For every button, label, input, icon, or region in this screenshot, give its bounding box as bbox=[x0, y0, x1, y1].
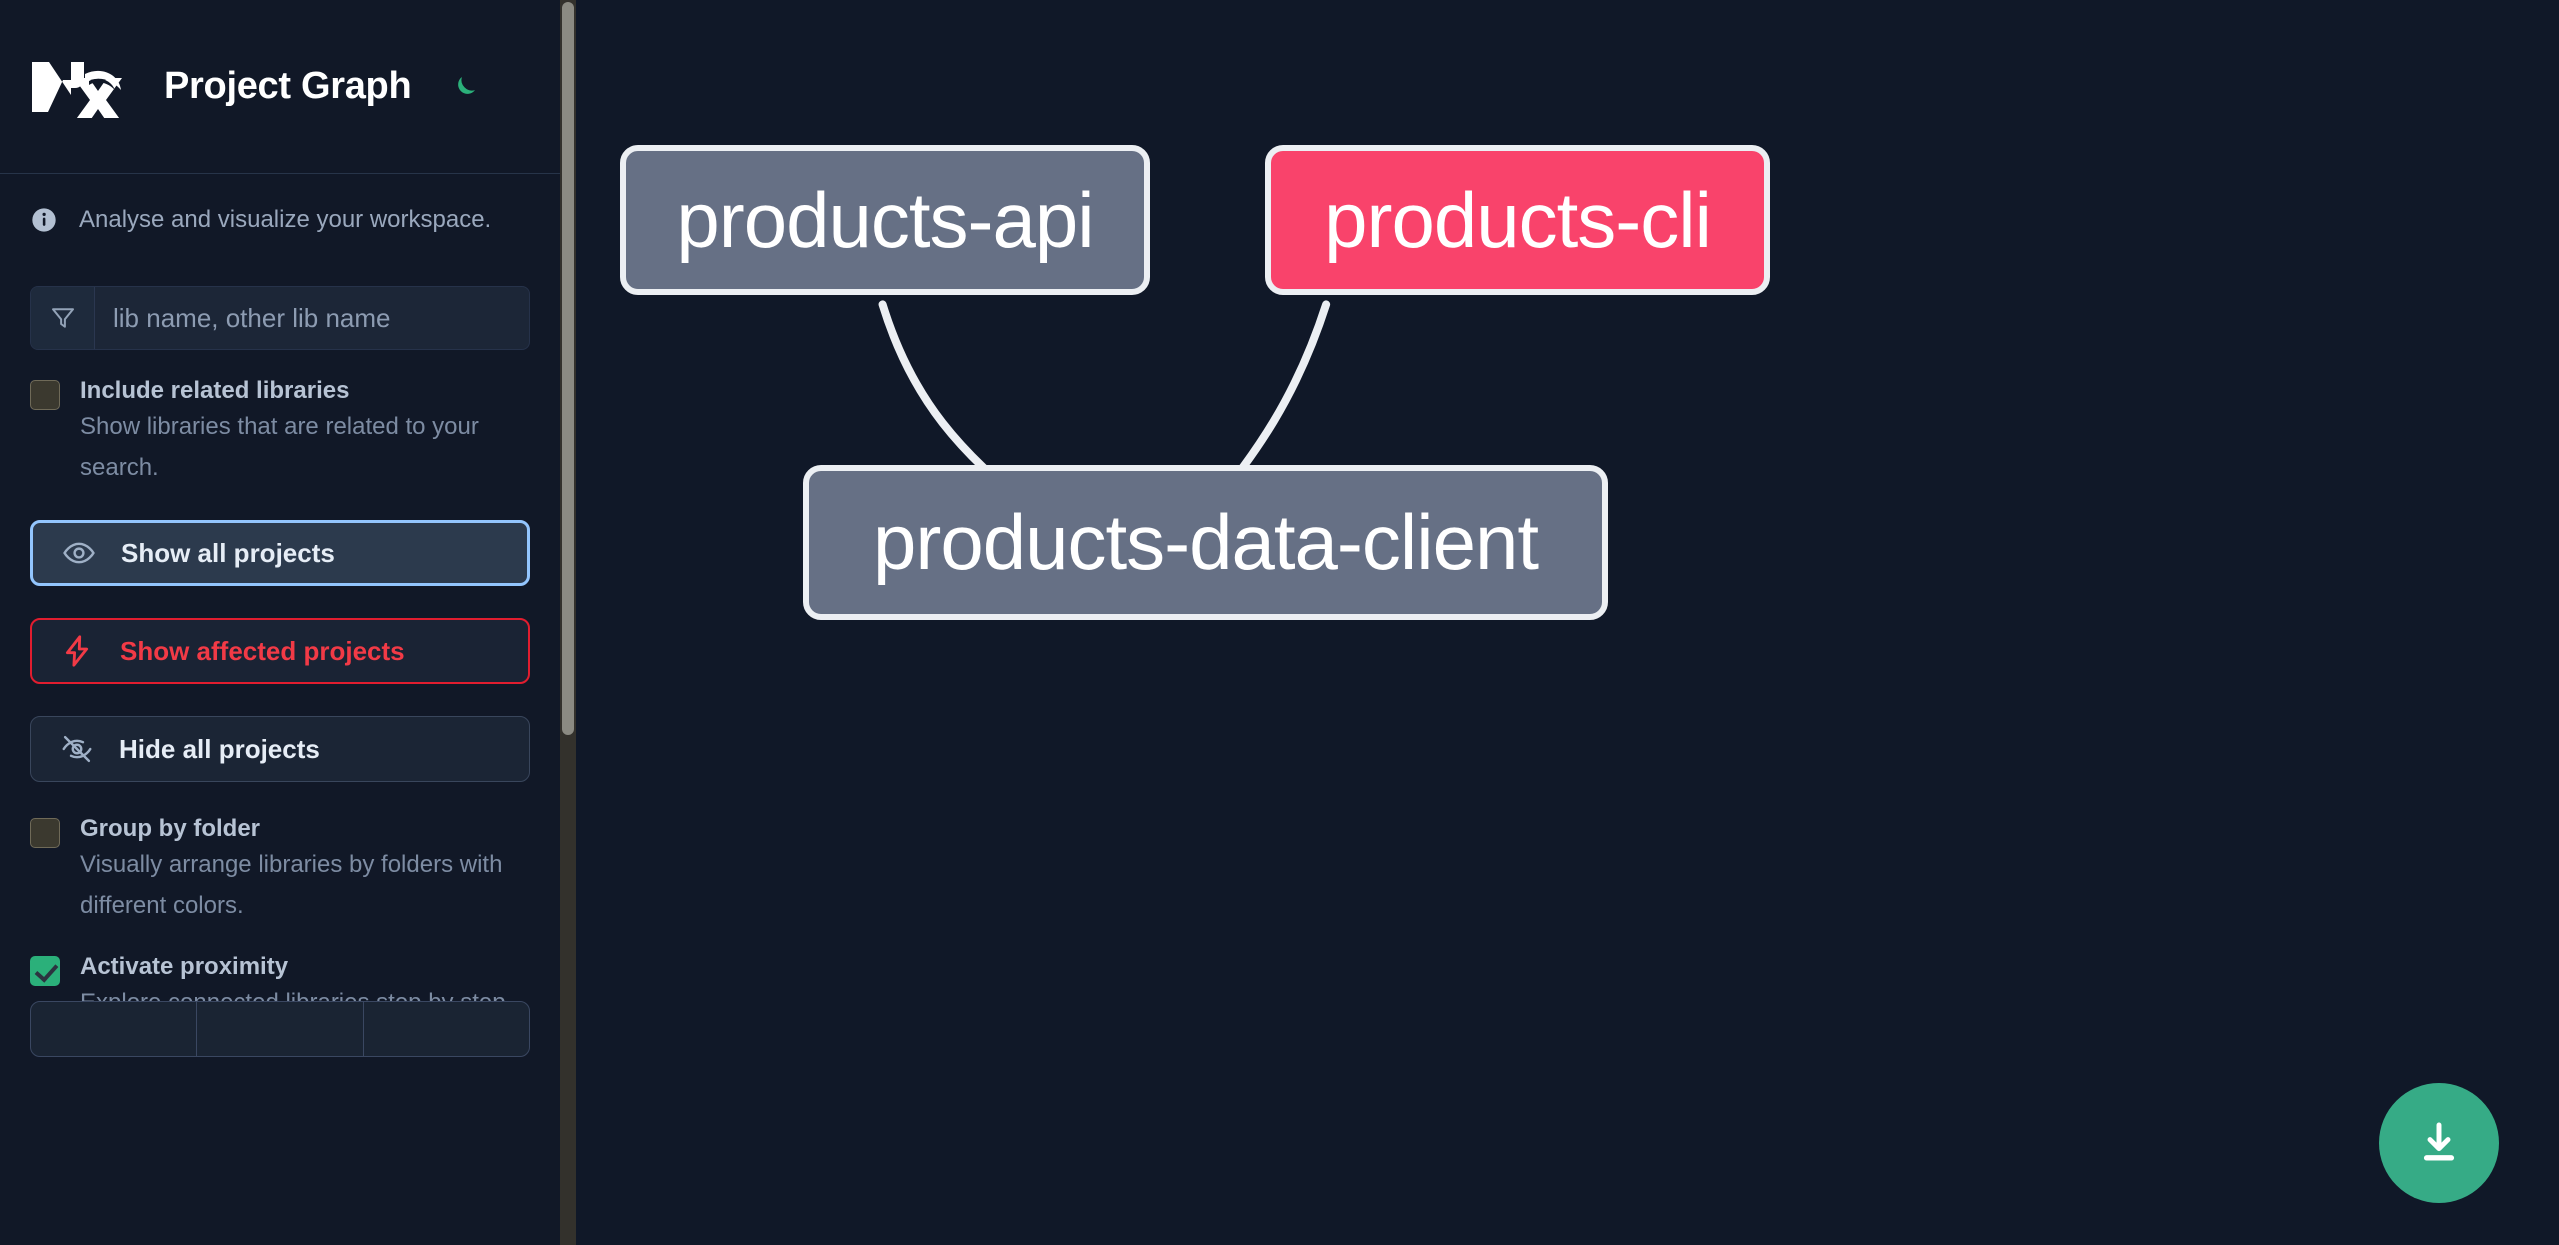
sidebar-scrollbar[interactable] bbox=[560, 0, 576, 1245]
option-group-by-folder: Group by folder Visually arrange librari… bbox=[30, 814, 530, 926]
segment-3[interactable] bbox=[364, 1002, 529, 1056]
node-label: products-api bbox=[676, 175, 1094, 264]
option-text: Group by folder Visually arrange librari… bbox=[80, 814, 530, 926]
segment-1[interactable] bbox=[31, 1002, 198, 1056]
show-affected-projects-label: Show affected projects bbox=[120, 635, 405, 666]
node-label: products-data-client bbox=[872, 498, 1539, 586]
segment-2[interactable] bbox=[197, 1002, 364, 1056]
sidebar-scrollbar-thumb[interactable] bbox=[562, 2, 574, 735]
search-input[interactable] bbox=[95, 287, 529, 349]
option-title: Group by folder bbox=[80, 815, 260, 842]
nx-logo bbox=[30, 56, 122, 122]
lightning-icon bbox=[58, 631, 98, 671]
filter-icon[interactable] bbox=[31, 287, 95, 349]
show-all-projects-button[interactable]: Show all projects bbox=[30, 520, 530, 586]
node-label: products-cli bbox=[1324, 175, 1712, 264]
hide-all-projects-button[interactable]: Hide all projects bbox=[30, 716, 530, 782]
projects-button-group: Show all projects Show affected projects bbox=[30, 520, 530, 782]
search-bar bbox=[30, 286, 530, 350]
tagline-row: Analyse and visualize your workspace. bbox=[0, 174, 560, 266]
page-title: Project Graph bbox=[164, 65, 412, 107]
option-description: Visually arrange libraries by folders wi… bbox=[80, 851, 503, 919]
download-icon bbox=[2423, 1122, 2455, 1161]
tagline-text: Analyse and visualize your workspace. bbox=[79, 206, 492, 233]
show-affected-projects-button[interactable]: Show affected projects bbox=[30, 618, 530, 684]
sidebar-content: Project Graph Analyse and visualize your… bbox=[0, 0, 560, 1057]
graph-node-products-cli[interactable]: products-cli bbox=[1265, 145, 1770, 295]
graph-node-products-data-client[interactable]: products-data-client bbox=[803, 465, 1608, 620]
option-title: Include related libraries bbox=[80, 377, 350, 404]
text-filter-segmented-control[interactable] bbox=[30, 1001, 530, 1057]
info-icon bbox=[30, 206, 58, 234]
eye-icon bbox=[59, 533, 99, 573]
option-title: Activate proximity bbox=[80, 953, 289, 980]
option-description: Show libraries that are related to your … bbox=[80, 413, 479, 481]
graph-node-products-api[interactable]: products-api bbox=[620, 145, 1150, 295]
download-image-button[interactable] bbox=[2379, 1083, 2499, 1203]
brand-header: Project Graph bbox=[0, 0, 560, 174]
option-text: Include related libraries Show libraries… bbox=[80, 376, 530, 488]
show-all-projects-label: Show all projects bbox=[121, 537, 335, 568]
include-related-libraries-checkbox[interactable] bbox=[30, 380, 60, 410]
eye-off-icon bbox=[57, 729, 97, 769]
option-include-related-libraries: Include related libraries Show libraries… bbox=[30, 376, 530, 488]
project-graph-canvas[interactable]: products-api products-cli products-data-… bbox=[560, 0, 2559, 1245]
hide-all-projects-label: Hide all projects bbox=[119, 733, 320, 764]
activate-proximity-checkbox[interactable] bbox=[30, 956, 60, 986]
sidebar: Project Graph Analyse and visualize your… bbox=[0, 0, 560, 1245]
moon-icon[interactable] bbox=[445, 67, 485, 107]
group-by-folder-checkbox[interactable] bbox=[30, 818, 60, 848]
